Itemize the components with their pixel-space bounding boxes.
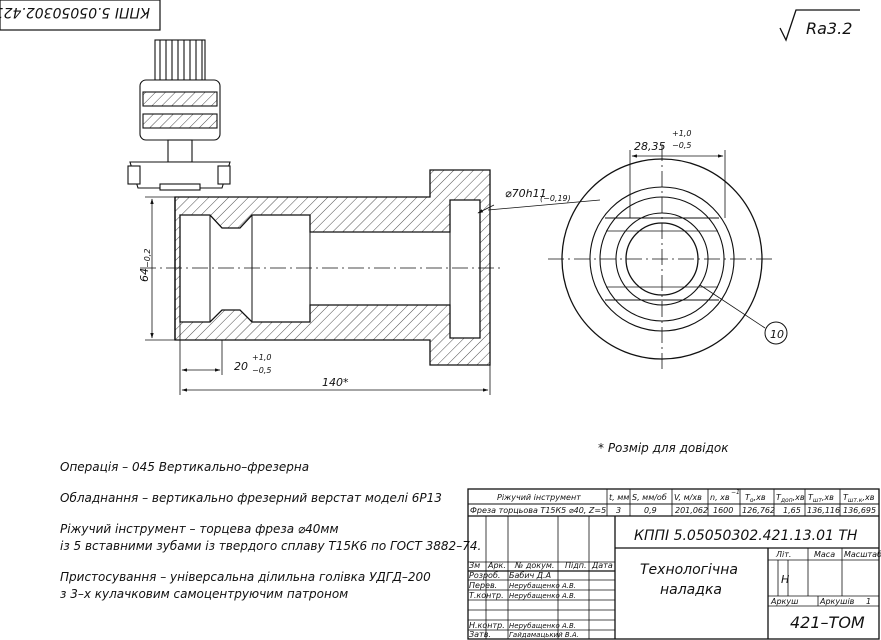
org-code: 421–ТОМ (790, 613, 865, 632)
mode-table-row: Фреза торцьова Т15К5 ⌀40, Z=5 3 0,9 201,… (470, 506, 876, 515)
name-develop: Бабич Д.А (509, 571, 551, 580)
th-s: S, мм/об (632, 493, 667, 502)
dim-64-value: 64 (138, 268, 151, 282)
th-tsht-unit: ,хв (822, 493, 834, 502)
role-check: Перев. (469, 581, 497, 590)
th-to: T (745, 493, 751, 502)
td-s: 0,9 (644, 506, 657, 515)
th-tdop: T (776, 493, 782, 502)
dim-20-value: 20 (234, 360, 248, 373)
dimension-64: 64 −0,2 (138, 196, 175, 341)
sheets-value: 1 (866, 597, 871, 606)
name-approve: Гайдамацький В.А. (509, 631, 579, 639)
role-tcontrol: Т.контр. (469, 591, 504, 600)
th-to-unit: ,хв (754, 493, 766, 502)
end-view (548, 145, 776, 373)
operation-notes: Операція – 045 Вертикально–фрезерна Обла… (60, 460, 481, 601)
dim-70-tol: (−0,19) (540, 194, 571, 203)
col-ark: Арк. (487, 561, 506, 570)
title-line-2: наладка (660, 582, 722, 598)
dimension-140: 140* (181, 365, 491, 395)
svg-text:Tшт,хв: Tшт,хв (808, 493, 834, 504)
th-tdop-sub: доп (780, 497, 793, 504)
scale-label: Масштаб (844, 550, 881, 559)
sheet-label: Аркуш (770, 597, 799, 606)
dim-70-value: ⌀70h11 (505, 187, 547, 200)
note-equipment: Обладнання – вертикально фрезерний верст… (60, 491, 442, 505)
td-n: 1600 (713, 506, 733, 515)
dim-20-up: +1,0 (252, 353, 271, 362)
td-v: 201,062 (675, 506, 708, 515)
td-tdop: 1,65 (783, 506, 801, 515)
td-to: 126,762 (742, 506, 775, 515)
col-date: Дата (591, 561, 613, 570)
title-block (467, 488, 880, 640)
svg-text:Tшт.к,хв: Tшт.к,хв (843, 493, 875, 504)
dimension-70: ⌀70h11 (−0,19) (477, 187, 601, 214)
th-tsht: T (808, 493, 814, 502)
th-tshtk: T (843, 493, 849, 502)
title-line-1: Технологічна (640, 562, 738, 578)
td-tsht: 136,116 (807, 506, 840, 515)
role-approve: Затв. (469, 630, 491, 639)
callout-10: 10 (699, 284, 788, 345)
dim-140-value: 140* (322, 376, 349, 389)
milling-tool (127, 39, 231, 191)
th-tshtk-sub: шт.к (848, 497, 863, 504)
col-doc: № докум. (514, 561, 554, 570)
dim-20-lo: −0,5 (252, 366, 271, 375)
dim-28-lo: −0,5 (672, 141, 691, 150)
dimension-20: 20 +1,0 −0,5 (179, 322, 271, 395)
th-n-exp: −1 (731, 489, 740, 496)
roughness-label: Ra3.2 (806, 19, 852, 38)
reference-note: * Розмір для довідок (598, 441, 729, 455)
note-fixture-2: з 3–х кулачковим самоцентруючим патроном (60, 587, 348, 601)
th-tool: Ріжучий інструмент (497, 493, 581, 502)
th-tsht-sub: шт (813, 497, 822, 504)
note-operation: Операція – 045 Вертикально–фрезерна (60, 460, 309, 474)
col-sign: Підп. (565, 561, 587, 570)
svg-text:Tо,хв: Tо,хв (745, 493, 766, 504)
th-tshtk-unit: ,хв (862, 493, 874, 502)
td-tshtk: 136,695 (843, 506, 876, 515)
th-to-sub: о (750, 497, 754, 504)
mode-table-header: Ріжучий інструмент t, мм S, мм/об V, м/х… (497, 489, 875, 504)
note-tool-1: Ріжучий інструмент – торцева фреза ⌀40мм (60, 522, 339, 536)
th-v: V, м/хв (674, 493, 702, 502)
mass-label: Маса (814, 550, 835, 559)
role-develop: Розроб. (469, 571, 500, 580)
dimension-28: 28,35 +1,0 −0,5 (629, 129, 726, 218)
name-ncontrol: Нерубащенко А.В. (509, 622, 576, 630)
dim-28-up: +1,0 (672, 129, 691, 138)
doc-number: КППІ 5.05050302.421.13.01 ТН (634, 528, 858, 544)
rotated-stamp-frame: КППІ 5.05050302.421.13.01 ТН (0, 0, 161, 31)
signature-rows: Розроб. Бабич Д.А Перев. Нерубащенко А.В… (469, 571, 579, 639)
change-columns: Зм Арк. № докум. Підп. Дата (469, 561, 613, 570)
col-zm: Зм (469, 561, 480, 570)
note-fixture-1: Пристосування – універсальна ділильна го… (60, 570, 431, 584)
part-section (140, 169, 500, 366)
sheets-label: Аркушів (819, 597, 855, 606)
svg-text:Tдоп,хв: Tдоп,хв (776, 493, 805, 504)
lit-label: Літ. (775, 550, 791, 559)
th-n: n, хв (710, 493, 730, 502)
name-tcontrol: Нерубащенко А.В. (509, 592, 576, 600)
rotated-stamp-text: КППІ 5.05050302.421.13.01 ТН (0, 4, 150, 20)
roughness-symbol: Ra3.2 (779, 9, 860, 42)
th-t: t, мм (609, 493, 629, 502)
th-tdop-unit: ,хв (793, 493, 805, 502)
td-tool: Фреза торцьова Т15К5 ⌀40, Z=5 (470, 506, 606, 515)
dim-28-value: 28,35 (634, 140, 666, 153)
name-check: Нерубащенко А.В. (509, 582, 576, 590)
td-t: 3 (616, 506, 621, 515)
dim-64-tol: −0,2 (143, 249, 152, 268)
note-tool-2: із 5 вставними зубами із твердого сплаву… (60, 539, 481, 553)
role-ncontrol: Н.контр. (469, 621, 505, 630)
callout-10-label: 10 (770, 328, 784, 341)
lit-value: Н (781, 573, 789, 586)
